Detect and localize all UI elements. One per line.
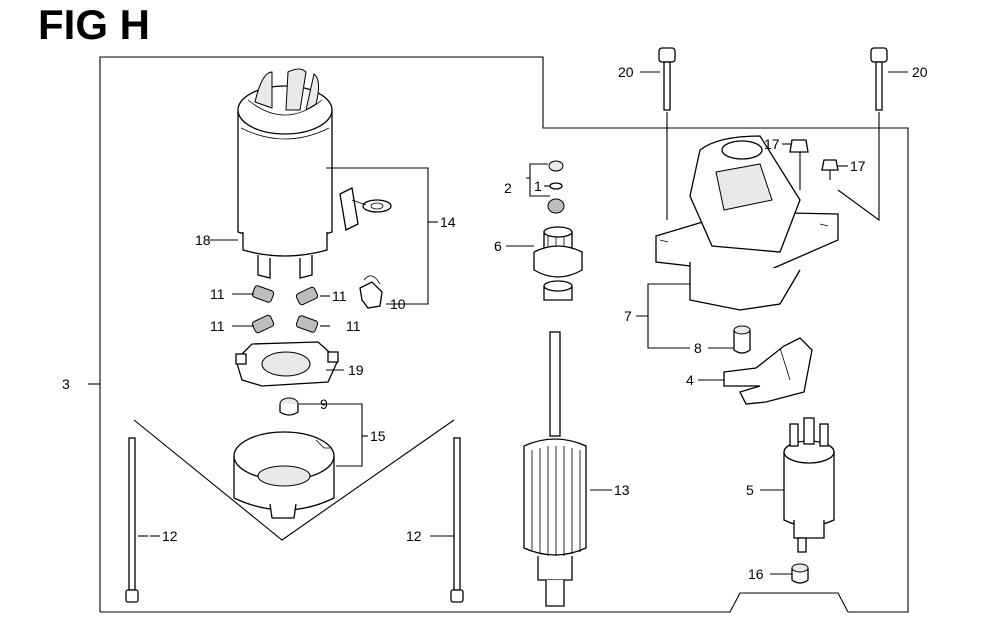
callout-17-left: 17 bbox=[764, 136, 780, 152]
armature-13 bbox=[523, 331, 587, 607]
cap-16 bbox=[791, 563, 809, 584]
figure-title: FIG H bbox=[38, 1, 150, 48]
through-bolts-12 bbox=[125, 437, 464, 603]
callout-4: 4 bbox=[686, 372, 694, 388]
solenoid-5 bbox=[783, 417, 835, 553]
callout-8: 8 bbox=[694, 340, 702, 356]
bushing-8 bbox=[733, 325, 751, 354]
callout-7: 7 bbox=[624, 308, 632, 324]
callout-16: 16 bbox=[748, 566, 764, 582]
end-cover-15 bbox=[233, 431, 335, 519]
callout-11-top-right: 11 bbox=[332, 288, 347, 304]
callout-1: 1 bbox=[534, 178, 542, 194]
shift-lever-4 bbox=[723, 337, 813, 405]
callout-19: 19 bbox=[348, 362, 364, 378]
callout-12-right: 12 bbox=[406, 528, 422, 544]
callout-17-right: 17 bbox=[850, 158, 866, 174]
callout-3: 3 bbox=[62, 376, 70, 392]
callout-10: 10 bbox=[390, 296, 406, 312]
bushing-9 bbox=[279, 397, 299, 416]
brush-holder-19 bbox=[235, 341, 339, 387]
front-housing-7 bbox=[655, 135, 839, 311]
nut-washer-1-2 bbox=[547, 160, 565, 214]
callout-15: 15 bbox=[370, 428, 386, 444]
motor-yoke-18 bbox=[237, 68, 392, 279]
callout-5: 5 bbox=[746, 482, 754, 498]
assembly-boundary bbox=[99, 56, 909, 613]
nuts-17 bbox=[789, 139, 839, 171]
callout-6: 6 bbox=[494, 238, 502, 254]
callout-11-top-left: 11 bbox=[210, 286, 225, 302]
callout-14: 14 bbox=[440, 214, 456, 230]
callout-11-bottom-left: 11 bbox=[210, 318, 225, 334]
callout-12-left: 12 bbox=[162, 528, 178, 544]
callout-18: 18 bbox=[195, 232, 211, 248]
bolts-20 bbox=[658, 47, 888, 111]
springs-11 bbox=[251, 285, 319, 334]
leader-lines bbox=[88, 71, 908, 575]
callout-2: 2 bbox=[504, 180, 512, 196]
callout-labels: 3 18 14 11 11 11 11 10 19 9 15 12 12 2 1… bbox=[62, 64, 928, 582]
callout-20-left: 20 bbox=[618, 64, 634, 80]
callout-11-bottom-right: 11 bbox=[346, 318, 361, 334]
brush-10 bbox=[359, 275, 383, 309]
pinion-6 bbox=[533, 226, 583, 301]
callout-13: 13 bbox=[614, 482, 630, 498]
callout-20-right: 20 bbox=[912, 64, 928, 80]
callout-9: 9 bbox=[320, 396, 328, 412]
